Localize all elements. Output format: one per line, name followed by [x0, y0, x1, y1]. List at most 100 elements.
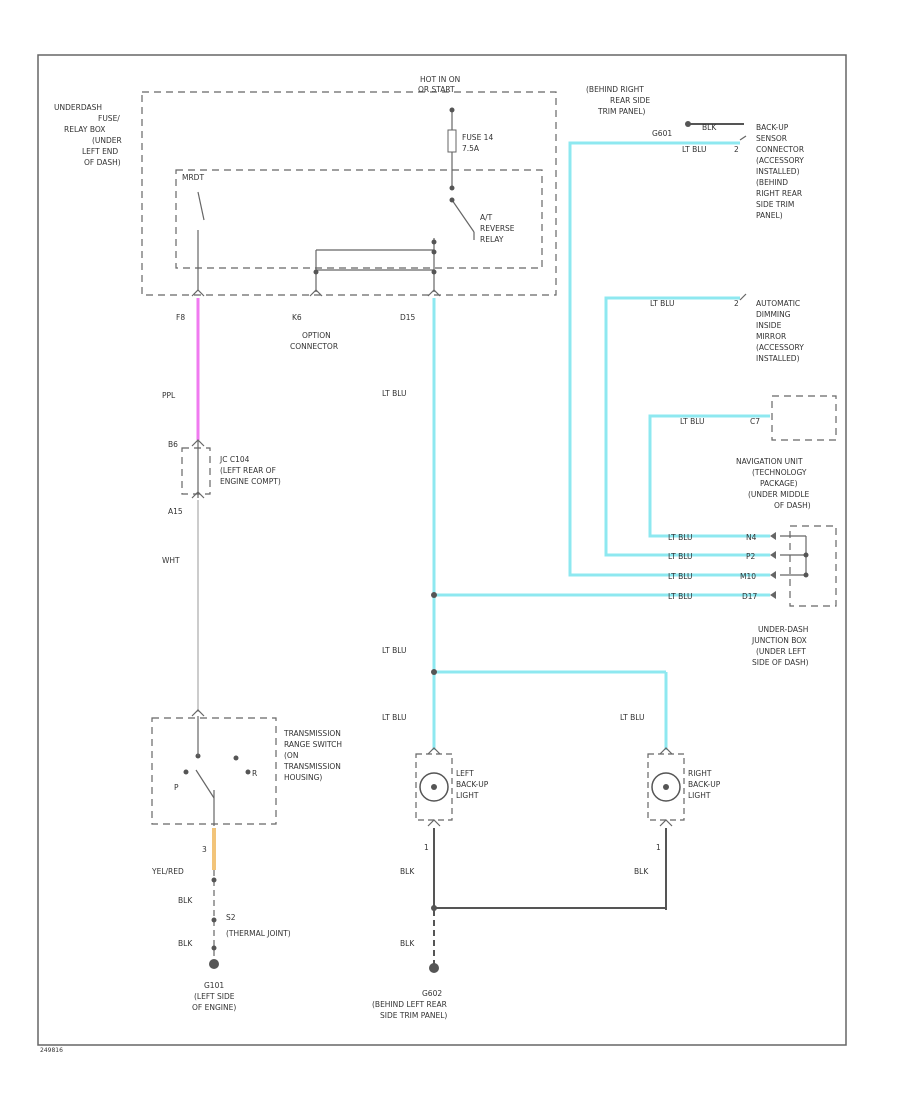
label-mirror: MIRROR — [756, 332, 786, 341]
label-g602: SIDE TRIM PANEL) — [380, 1011, 447, 1020]
label-wire-blk: BLK — [702, 123, 717, 132]
label-junction: SIDE OF DASH) — [752, 658, 809, 667]
label-wire-lt-blu: LT BLU — [668, 572, 693, 581]
label-behind: (BEHIND RIGHT — [586, 85, 644, 94]
label-option-connector: OPTION — [302, 331, 331, 340]
label-wire-blk: BLK — [178, 939, 193, 948]
label-g602: (BEHIND LEFT REAR — [372, 1000, 447, 1009]
label-mirror: (ACCESSORY — [756, 343, 804, 352]
label-relay: RELAY — [480, 235, 504, 244]
relay-bus — [313, 238, 437, 292]
label-nav: (UNDER MIDDLE — [748, 490, 810, 499]
label-backup-sensor: (ACCESSORY — [756, 156, 804, 165]
label-backup-sensor: PANEL) — [756, 211, 783, 220]
label-pin-1: 1 — [656, 843, 661, 852]
label-backup-sensor: CONNECTOR — [756, 145, 804, 154]
label-backup-sensor: (BEHIND — [756, 178, 788, 187]
label-left-light: LIGHT — [456, 791, 479, 800]
label-trans: HOUSING) — [284, 773, 322, 782]
label-fuse-box: OF DASH) — [84, 158, 121, 167]
label-wire-blk: BLK — [400, 867, 415, 876]
label-right-light: BACK-UP — [688, 780, 721, 789]
label-trans: (ON — [284, 751, 298, 760]
label-wire-lt-blu: LT BLU — [382, 646, 407, 655]
fuse-14 — [447, 107, 457, 191]
label-mrdt: MRDT — [182, 173, 204, 182]
reverse-relay — [449, 197, 475, 240]
label-pin-2: 2 — [734, 145, 739, 154]
mrdt-switch — [197, 191, 205, 290]
label-fuse-amp: 7.5A — [462, 144, 480, 153]
label-left-light: BACK-UP — [456, 780, 489, 789]
label-right-light: RIGHT — [688, 769, 712, 778]
label-pin-c7: C7 — [750, 417, 760, 426]
label-wire-lt-blu: LT BLU — [382, 389, 407, 398]
label-pin-k6: K6 — [292, 313, 302, 322]
label-relay: A/T — [480, 213, 493, 222]
label-jc: JC C104 — [219, 455, 250, 464]
label-wire-lt-blu: LT BLU — [668, 552, 693, 561]
ground-g602 — [429, 963, 439, 973]
label-wire-wht: WHT — [162, 556, 180, 565]
label-or-start: OR START — [418, 85, 455, 94]
wire-lt-blu-nav — [648, 414, 770, 538]
label-backup-sensor: RIGHT REAR — [756, 189, 802, 198]
label-g101: (LEFT SIDE — [194, 992, 235, 1001]
label-fuse-box: (UNDER — [92, 136, 122, 145]
label-wire-blk: BLK — [634, 867, 649, 876]
label-jc: (LEFT REAR OF — [220, 466, 276, 475]
label-wire-lt-blu: LT BLU — [680, 417, 705, 426]
label-pin-a15: A15 — [168, 507, 183, 516]
label-wire-blk: BLK — [178, 896, 193, 905]
label-left-light: LEFT — [456, 769, 474, 778]
label-wire-lt-blu: LT BLU — [682, 145, 707, 154]
label-wire-ppl: PPL — [162, 391, 176, 400]
label-wire-lt-blu: LT BLU — [650, 299, 675, 308]
g601-ground — [685, 121, 744, 127]
label-fuse-box: FUSE/ — [98, 114, 120, 123]
label-wire-lt-blu: LT BLU — [382, 713, 407, 722]
label-nav: NAVIGATION UNIT — [736, 457, 803, 466]
label-mirror: DIMMING — [756, 310, 791, 319]
label-g101: G101 — [204, 981, 224, 990]
label-trans: TRANSMISSION — [283, 762, 341, 771]
wire-lt-blu-mirror — [604, 296, 770, 557]
label-pos-r: R — [252, 769, 257, 778]
label-pos-p: P — [174, 783, 179, 792]
label-nav: OF DASH) — [774, 501, 811, 510]
label-hot-in-on: HOT IN ON — [420, 75, 460, 84]
label-wire-lt-blu: LT BLU — [668, 592, 693, 601]
label-pin-2: 2 — [734, 299, 739, 308]
label-backup-sensor: BACK-UP — [756, 123, 789, 132]
box-terminals — [191, 289, 441, 297]
label-pin-p2: P2 — [746, 552, 756, 561]
label-pin-f8: F8 — [176, 313, 185, 322]
label-pin-d15: D15 — [400, 313, 416, 322]
label-mirror: INSTALLED) — [756, 354, 800, 363]
label-junction: UNDER-DASH — [758, 625, 808, 634]
label-pin-n4: N4 — [746, 533, 757, 542]
label-fuse-box: UNDERDASH — [54, 103, 102, 112]
label-nav: (TECHNOLOGY — [752, 468, 807, 477]
label-mirror: AUTOMATIC — [756, 299, 800, 308]
junction-box-outline — [789, 525, 837, 607]
label-fuse-name: FUSE 14 — [462, 133, 493, 142]
figure-code: 249816 — [40, 1047, 63, 1054]
label-wire-blk: BLK — [400, 939, 415, 948]
label-wire-lt-blu: LT BLU — [620, 713, 645, 722]
mrdt-module-outline — [175, 169, 543, 269]
label-backup-sensor: INSTALLED) — [756, 167, 800, 176]
label-pin-d17: D17 — [742, 592, 758, 601]
label-g101: OF ENGINE) — [192, 1003, 236, 1012]
label-trans: RANGE SWITCH — [284, 740, 342, 749]
ground-g101-path — [209, 870, 219, 969]
label-junction: (UNDER LEFT — [756, 647, 806, 656]
fuse-relay-box-outline — [141, 91, 557, 296]
label-wire-yel-red: YEL/RED — [151, 867, 184, 876]
label-pin-3: 3 — [202, 845, 207, 854]
label-splice: (THERMAL JOINT) — [226, 929, 291, 938]
label-jc: ENGINE COMPT) — [220, 477, 281, 486]
label-option-connector: CONNECTOR — [290, 342, 338, 351]
label-pin-m10: M10 — [740, 572, 756, 581]
